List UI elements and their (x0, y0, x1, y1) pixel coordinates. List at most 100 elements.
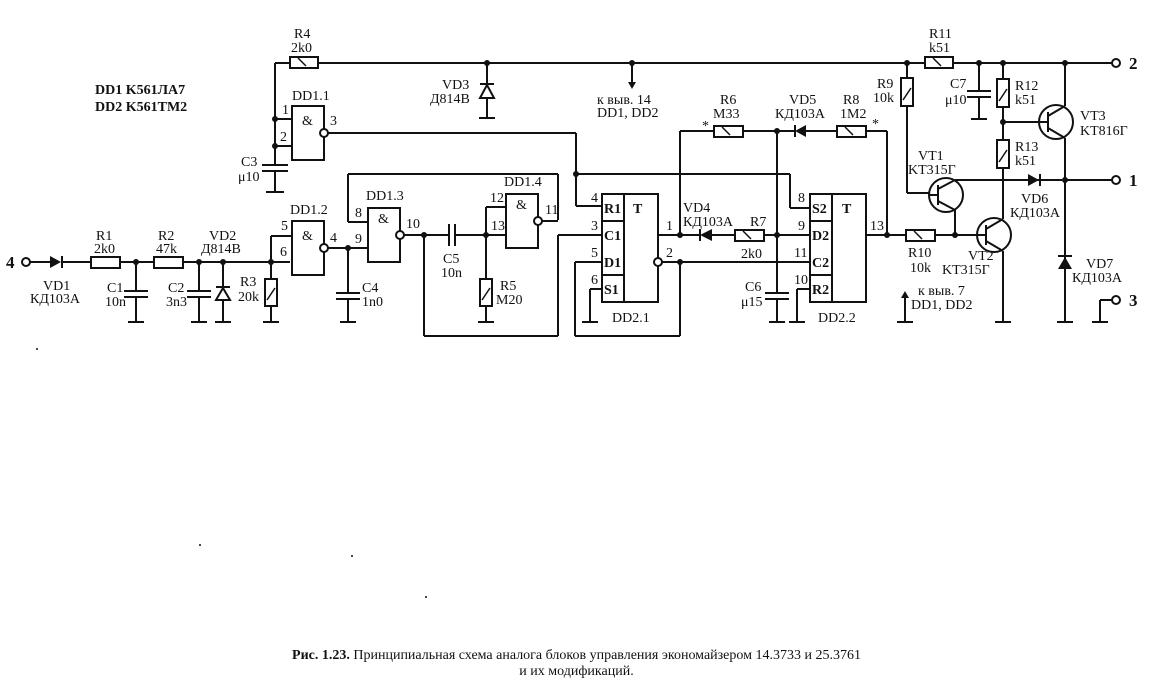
resistor-r3 (264, 278, 278, 307)
dd1-3-pin-in1: 8 (355, 206, 362, 221)
r2-ref: R2 (158, 229, 174, 244)
dd2-1-s1: S1 (604, 283, 619, 298)
resistor-r5 (479, 278, 493, 307)
dd2-1-d1: D1 (604, 256, 621, 271)
dd2-2-pin-11: 11 (794, 246, 807, 261)
dd2-2-symbol: T (842, 202, 852, 217)
vd7-ref: VD7 (1086, 257, 1113, 272)
dd2-2-pin-10: 10 (794, 273, 808, 288)
dd2-1-symbol: T (633, 202, 643, 217)
supply-rail (275, 56, 1121, 69)
terminal-4-label: 4 (6, 253, 15, 272)
ic-legend-dd2: DD2 K561TM2 (95, 100, 187, 115)
r7-value: 2k0 (741, 247, 762, 262)
r4-ref: R4 (294, 27, 310, 42)
c2-ref: C2 (168, 281, 184, 296)
resistor-r1 (90, 256, 121, 269)
caption-prefix: Рис. 1.23. (292, 648, 350, 663)
resistor-r6 (713, 125, 744, 138)
c5-value: 10n (441, 266, 462, 281)
resistor-r11 (924, 56, 954, 69)
terminal-2-label: 2 (1129, 54, 1138, 73)
vd6-value: КД103А (1010, 206, 1061, 221)
dd2-1-pin-3: 3 (591, 219, 598, 234)
diode-vd1 (50, 256, 61, 268)
pin7-note-1: к выв. 7 (918, 284, 965, 299)
resistor-r7 (734, 229, 765, 242)
diode-vd6 (1028, 174, 1039, 186)
caption-line2: и их модификаций. (519, 664, 634, 679)
r12-ref: R12 (1015, 79, 1038, 94)
dd2-2-c2: C2 (812, 256, 829, 271)
dd2-2-d2: D2 (812, 229, 829, 244)
ic-legend-dd1: DD1 K561ЛА7 (95, 83, 185, 98)
dd1-1-symbol: & (302, 114, 313, 129)
dd2-2-pin-9: 9 (798, 219, 805, 234)
c5-ref: C5 (443, 252, 459, 267)
dd2-1-pin-6: 6 (591, 273, 598, 288)
pin7-note-2: DD1, DD2 (911, 298, 972, 313)
dd1-3-symbol: & (378, 212, 389, 227)
dd1-3-pin-in2: 9 (355, 232, 362, 247)
dd1-3-name: DD1.3 (366, 189, 404, 204)
arrow-down-icon (628, 82, 636, 89)
terminal-1 (1111, 175, 1121, 185)
r5-ref: R5 (500, 279, 516, 294)
diode-vd5 (795, 125, 806, 137)
dd2-2-pin-13: 13 (870, 219, 884, 234)
vd3-value: Д814В (430, 92, 470, 107)
r11-value: k51 (929, 41, 950, 56)
gate-dd1-4 (505, 193, 539, 249)
diode-vd4 (700, 229, 712, 241)
dd2-1-pin-4: 4 (591, 191, 598, 206)
r6-ref: R6 (720, 93, 736, 108)
dd1-2-pin-in1: 5 (281, 219, 288, 234)
c1-value: 10n (105, 295, 126, 310)
vd5-ref: VD5 (789, 93, 816, 108)
r8-value: 1M2 (840, 107, 866, 122)
c4-ref: C4 (362, 281, 378, 296)
dd1-1-name: DD1.1 (292, 89, 330, 104)
dd2-1-c1: C1 (604, 229, 621, 244)
r9-value: 10k (873, 91, 894, 106)
vd6-ref: VD6 (1021, 192, 1048, 207)
dd2-1-r1: R1 (604, 202, 621, 217)
dd2-1-pin-2: 2 (666, 246, 673, 261)
vd3-ref: VD3 (442, 78, 469, 93)
dd1-3-pin-out: 10 (406, 217, 420, 232)
vt3-value: KT816Г (1080, 124, 1128, 139)
r9-ref: R9 (877, 77, 893, 92)
r1-value: 2k0 (94, 242, 115, 257)
dd2-2-s2: S2 (812, 202, 827, 217)
dd1-2-pin-out: 4 (330, 231, 337, 246)
r10-ref: R10 (908, 246, 931, 261)
resistor-r2 (153, 256, 184, 269)
r12-value: k51 (1015, 93, 1036, 108)
dd1-2-symbol: & (302, 229, 313, 244)
dd1-1-pin-in1: 1 (282, 103, 289, 118)
dd1-4-pin-in2: 13 (491, 219, 505, 234)
terminal-4 (21, 257, 31, 267)
resistor-r10 (905, 229, 936, 242)
terminal-1-label: 1 (1129, 171, 1138, 190)
c1-ref: C1 (107, 281, 123, 296)
resistor-r13 (996, 139, 1010, 169)
c4-value: 1n0 (362, 295, 383, 310)
vd2-value: Д814В (201, 242, 241, 257)
vd1-value: КД103А (30, 292, 81, 307)
dd2-1-pin-1: 1 (666, 219, 673, 234)
resistor-r12 (996, 78, 1010, 108)
vd7-value: КД103А (1072, 271, 1123, 286)
r10-value: 10k (910, 261, 931, 276)
terminal-3 (1111, 295, 1121, 305)
vt1-ref: VT1 (918, 149, 944, 164)
dd1-4-name: DD1.4 (504, 175, 542, 190)
dd1-2-name: DD1.2 (290, 203, 328, 218)
terminal-2 (1111, 58, 1121, 68)
zener-vd3 (478, 60, 496, 119)
r8-ref: R8 (843, 93, 859, 108)
dd1-4-pin-out: 11 (545, 203, 558, 218)
r4-value: 2k0 (291, 41, 312, 56)
dd2-2-pin-8: 8 (798, 191, 805, 206)
